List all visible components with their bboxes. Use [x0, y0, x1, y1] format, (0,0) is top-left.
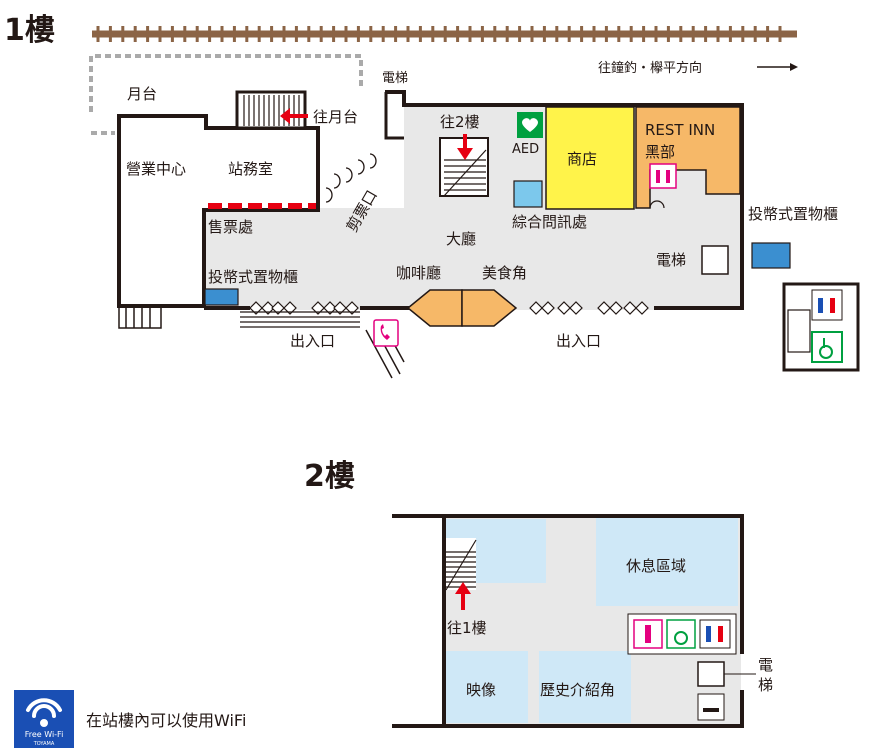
entrance-left-label: 出入口 [290, 332, 335, 350]
coin-locker-left [204, 288, 239, 306]
stairs-to-platform [235, 90, 307, 130]
up-arrow-icon-2f [455, 582, 471, 610]
wifi-text: 在站樓內可以使用WiFi [86, 711, 247, 730]
rest-inn-door [649, 200, 665, 209]
restroom-icon [649, 163, 677, 189]
toilet-icon [811, 289, 843, 321]
floor2-title: 2樓 [304, 459, 355, 494]
coin-locker-right-label: 投幣式置物櫃 [748, 205, 838, 223]
floor1-title: 1樓 [4, 13, 55, 48]
exit-steps-corner [118, 305, 162, 329]
shop-area [545, 106, 635, 210]
floor1-walls [204, 90, 744, 310]
aed-icon [517, 112, 543, 138]
wifi-badge: Free Wi-Fi TOYAMA [14, 690, 74, 748]
to-2f-label: 往2樓 [440, 113, 480, 131]
to-platform-label: 往月台 [313, 108, 358, 126]
to-1f-label: 往1樓 [447, 619, 487, 637]
aed-label: AED [512, 142, 539, 157]
food-label: 美食角 [482, 264, 527, 282]
ticket-office-label: 售票處 [208, 218, 253, 236]
elevator-label-b: 梯 [758, 676, 773, 694]
elevator-box-2f [697, 661, 725, 687]
elevator-top [384, 92, 404, 140]
elevator-label: 電梯 [656, 251, 686, 269]
shop-label: 商店 [567, 150, 597, 168]
platform-outline [89, 54, 363, 112]
station-office-label: 站務室 [228, 160, 273, 178]
direction-label: 往鐘釣・欅平方向 [598, 60, 702, 76]
cafe-food-counter [406, 289, 518, 327]
cafe-label: 咖啡廳 [396, 264, 441, 282]
down-arrow-icon [457, 134, 473, 160]
info-counter [513, 180, 543, 208]
entrance-right-label: 出入口 [556, 332, 601, 350]
coin-locker-left-label: 投幣式置物櫃 [208, 268, 298, 286]
elevator-label-a: 電 [758, 656, 773, 674]
hall-label: 大廳 [446, 230, 476, 248]
floor2-walls [392, 514, 744, 728]
stairs-to-1f [445, 538, 477, 591]
railway-track [92, 26, 797, 42]
restroom-icons-2f [627, 613, 737, 655]
exit-steps-left [240, 311, 360, 328]
rest-inn-label: REST INN [645, 121, 715, 139]
wifi-icon [26, 698, 62, 727]
entrance-doors-right [529, 301, 649, 315]
rest-inn-sub-label: 黑部 [645, 143, 675, 161]
elevator-box [701, 245, 729, 275]
platform-label: 月台 [127, 85, 157, 103]
wifi-badge-line1: Free Wi-Fi [25, 730, 64, 739]
smoking-icon [697, 693, 725, 721]
business-center-label: 營業中心 [126, 160, 186, 178]
direction-arrow-icon [757, 63, 798, 71]
wifi-badge-line2: TOYAMA [33, 741, 55, 747]
history-label: 歷史介紹角 [540, 681, 615, 699]
elevator-top-label: 電梯 [382, 71, 408, 86]
video-label: 映像 [466, 681, 496, 699]
accessible-icon [811, 331, 843, 363]
up-arrow-icon [280, 108, 308, 124]
telephone-icon [373, 319, 399, 347]
coin-locker-right [751, 242, 791, 269]
ticket-gate-icon [325, 153, 377, 203]
rest-area-label: 休息區域 [626, 557, 686, 575]
info-label: 綜合問訊處 [512, 213, 587, 231]
rest-inn-area [635, 106, 741, 209]
